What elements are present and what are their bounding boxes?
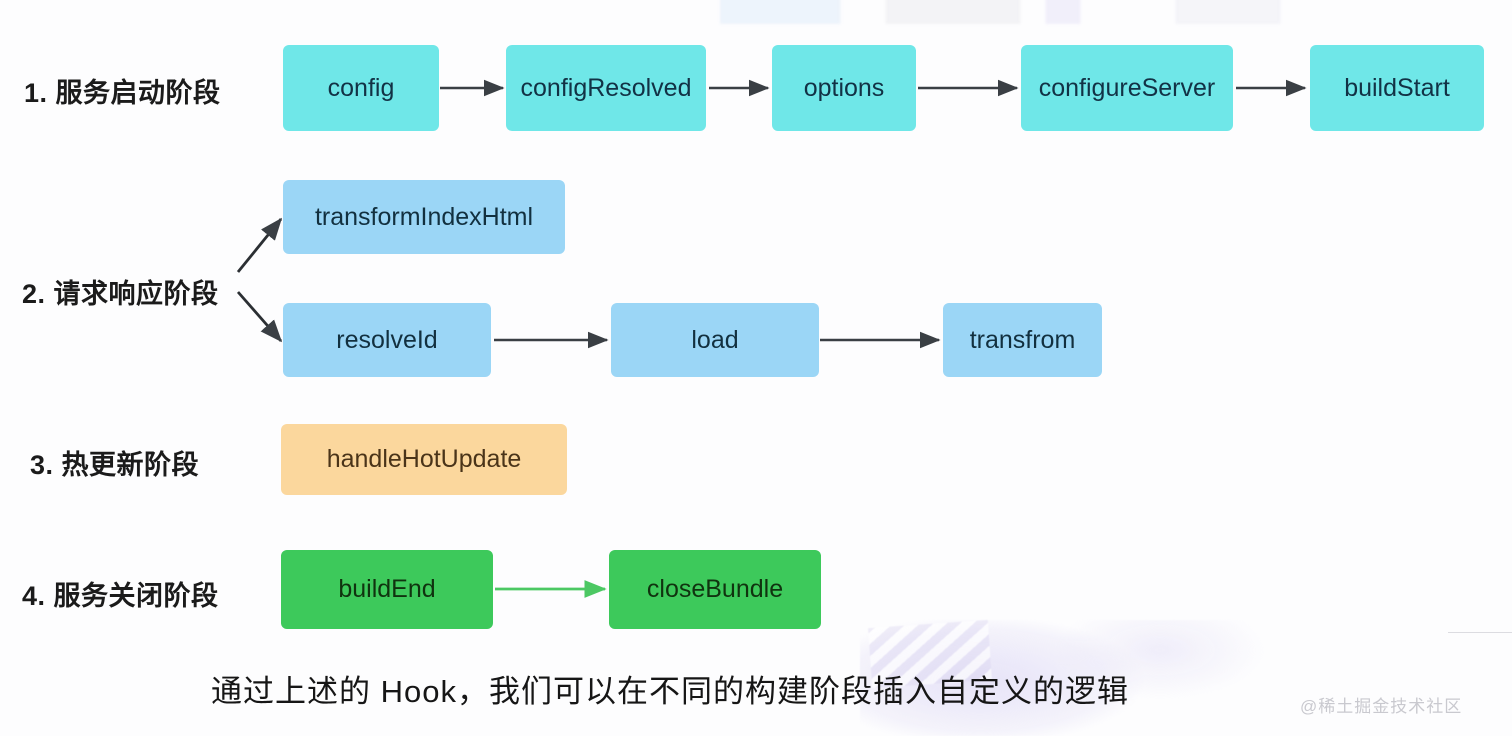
node-handlehotupdate-label: handleHotUpdate [326,445,522,473]
node-transfrom[interactable]: transfrom [943,303,1102,377]
background-hairline [1448,632,1512,633]
node-transformindexhtml-label: transformIndexHtml [314,202,534,231]
stage-label-1: 1. 服务启动阶段 [24,78,221,108]
node-buildstart[interactable]: buildStart [1310,45,1484,131]
node-config-label: config [327,73,395,102]
arrow-branch-to-resolveid [236,291,283,343]
node-handlehotupdate[interactable]: handleHotUpdate [281,424,567,495]
node-config[interactable]: config [283,45,439,131]
background-top-strip [720,0,1512,24]
stage-label-3: 3. 热更新阶段 [30,450,200,480]
node-load-label: load [691,325,739,354]
stage-label-2: 2. 请求响应阶段 [22,279,219,309]
node-configureserver[interactable]: configureServer [1021,45,1233,131]
node-options[interactable]: options [772,45,916,131]
node-configresolved[interactable]: configResolved [506,45,706,131]
node-resolveid-label: resolveId [336,325,438,354]
node-configureserver-label: configureServer [1038,73,1216,102]
node-buildstart-label: buildStart [1344,73,1450,102]
diagram-caption: 通过上述的 Hook，我们可以在不同的构建阶段插入自定义的逻辑 [211,674,1129,709]
node-load[interactable]: load [611,303,819,377]
watermark-label: @稀土掘金技术社区 [1300,697,1463,716]
stage-label-4: 4. 服务关闭阶段 [22,581,219,611]
node-transformindexhtml[interactable]: transformIndexHtml [283,180,565,254]
node-options-label: options [803,73,885,102]
node-configresolved-label: configResolved [520,73,692,102]
node-closebundle-label: closeBundle [646,575,784,603]
node-closebundle[interactable]: closeBundle [609,550,821,629]
node-buildend[interactable]: buildEnd [281,550,493,629]
node-transfrom-label: transfrom [969,325,1076,354]
arrow-branch-to-transformindexhtml [236,217,283,273]
node-buildend-label: buildEnd [338,575,436,603]
node-resolveid[interactable]: resolveId [283,303,491,377]
